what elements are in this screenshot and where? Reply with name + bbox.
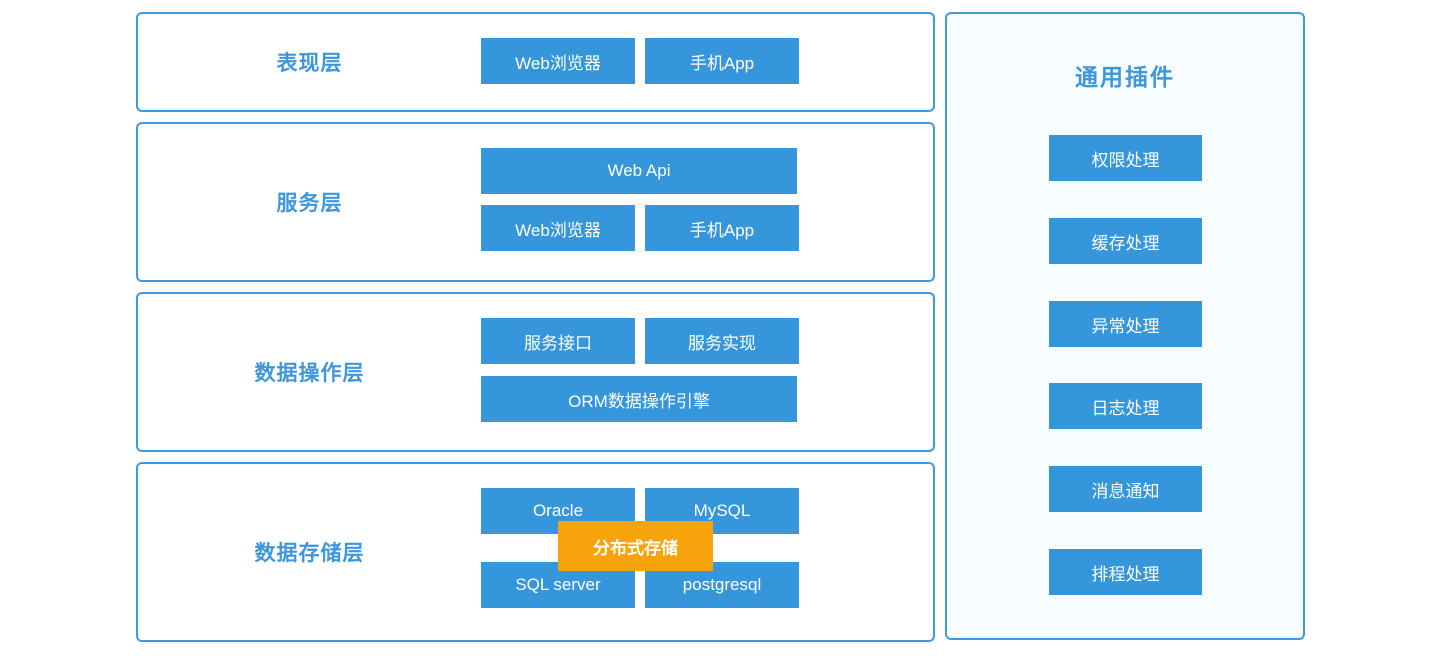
node-orm-engine: ORM数据操作引擎 bbox=[481, 376, 797, 422]
layer-data-operation: 数据操作层 服务接口 服务实现 ORM数据操作引擎 bbox=[136, 292, 935, 452]
layer-title-presentation: 表现层 bbox=[276, 52, 343, 75]
node-web-browser: Web浏览器 bbox=[481, 205, 635, 251]
node-sql-server: SQL server bbox=[481, 562, 635, 608]
node-distributed-storage: 分布式存储 bbox=[558, 521, 713, 571]
plugin-cache: 缓存处理 bbox=[1049, 218, 1202, 264]
plugin-exception: 异常处理 bbox=[1049, 301, 1202, 347]
node-service-implementation: 服务实现 bbox=[645, 318, 799, 364]
node-mobile-app: 手机App bbox=[645, 205, 799, 251]
node-web-browser: Web浏览器 bbox=[481, 38, 635, 84]
layer-title-service: 服务层 bbox=[276, 192, 343, 215]
layer-title-data-operation: 数据操作层 bbox=[254, 362, 365, 385]
plugin-notification: 消息通知 bbox=[1049, 466, 1202, 512]
plugin-permission: 权限处理 bbox=[1049, 135, 1202, 181]
node-service-interface: 服务接口 bbox=[481, 318, 635, 364]
layer-presentation: 表现层 Web浏览器 手机App bbox=[136, 12, 935, 112]
node-mobile-app: 手机App bbox=[645, 38, 799, 84]
plugin-logging: 日志处理 bbox=[1049, 383, 1202, 429]
plugins-panel-title: 通用插件 bbox=[1075, 64, 1175, 90]
layer-service: 服务层 Web Api Web浏览器 手机App bbox=[136, 122, 935, 282]
node-web-api: Web Api bbox=[481, 148, 797, 194]
node-postgresql: postgresql bbox=[645, 562, 799, 608]
layer-title-data-storage: 数据存储层 bbox=[254, 542, 365, 565]
plugin-scheduling: 排程处理 bbox=[1049, 549, 1202, 595]
plugins-panel: 通用插件 权限处理 缓存处理 异常处理 日志处理 消息通知 排程处理 bbox=[945, 12, 1305, 640]
layer-data-storage: 数据存储层 Oracle MySQL 分布式存储 SQL server post… bbox=[136, 462, 935, 642]
